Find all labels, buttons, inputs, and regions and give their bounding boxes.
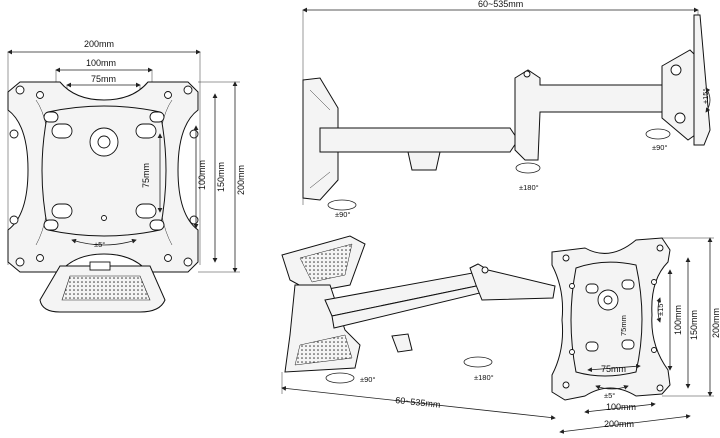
dim-200mm-iso: 200mm — [604, 419, 634, 429]
tilt-15-label-top: ±15° — [701, 89, 710, 104]
dim-100mm-iso: 100mm — [606, 402, 636, 412]
dim-75mm-height-iso: 75mm — [619, 315, 628, 336]
dim-reach-iso: 60~535mm — [395, 395, 441, 410]
swivel-90-wall-iso: ±90° — [360, 375, 375, 384]
swivel-180-iso: ±180° — [474, 373, 494, 382]
tilt-5deg-label: ±5° — [94, 240, 105, 249]
swivel-180-top: ±180° — [519, 183, 539, 192]
dim-75mm-width: 75mm — [91, 74, 116, 84]
dim-reach-top: 60~535mm — [478, 0, 523, 9]
tilt-15-label-iso: ±15° — [656, 301, 665, 316]
dim-75mm-height: 75mm — [141, 163, 151, 188]
front-view: 200mm 100mm 75mm — [7, 39, 246, 313]
dim-200mm-height-iso: 200mm — [711, 308, 720, 338]
dim-100mm-width: 100mm — [86, 58, 116, 68]
rotate-5-iso: ±5° — [604, 391, 615, 400]
dim-150mm-height: 150mm — [216, 162, 226, 192]
top-view: 60~535mm ±15° ±90° ±180° ±90° — [302, 0, 711, 219]
dim-200mm-height: 200mm — [236, 165, 246, 195]
dim-150mm-height-iso: 150mm — [689, 310, 699, 340]
dim-100mm-height: 100mm — [197, 160, 207, 190]
dim-100mm-height-iso: 100mm — [673, 305, 683, 335]
swivel-90-plate-top: ±90° — [652, 143, 667, 152]
iso-view: 200mm 150mm 100mm ±15° 75mm 75mm ±5° 100… — [281, 235, 720, 434]
dim-75mm-iso: 75mm — [601, 364, 626, 374]
swivel-90-wall-top: ±90° — [335, 210, 350, 219]
dim-200mm-width: 200mm — [84, 39, 114, 49]
